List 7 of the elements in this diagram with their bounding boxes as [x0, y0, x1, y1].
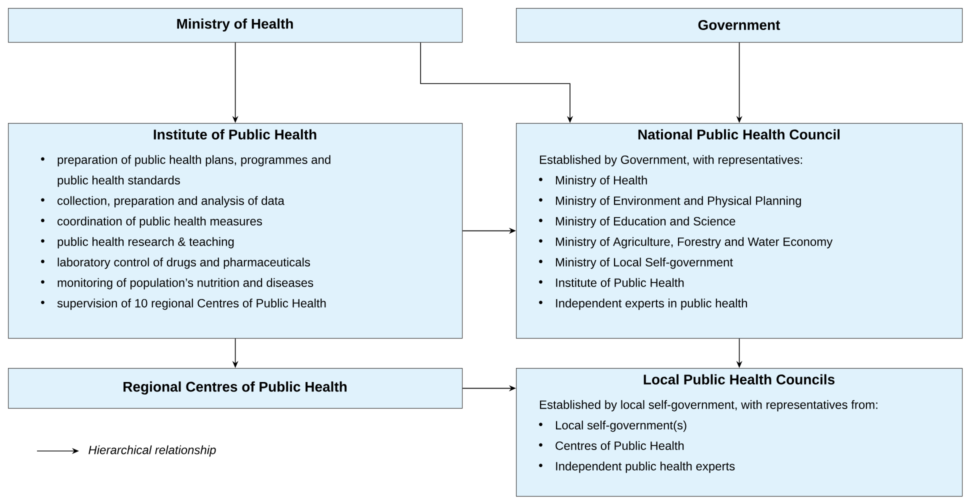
- title-box: Regional Centres of Public Health: [8, 368, 463, 409]
- info-box: Institute of Public Health preparation of public health plans, programmes and public health standards collection, preparation and analysis of data coordination of public health measures public health research & teaching laboratory control of drugs and pharmaceuticals monitoring of population’s nutrition and diseases supervision of 10 regional Centres of Public Health: [8, 123, 463, 339]
- title-box: Ministry of Health: [8, 8, 463, 43]
- title-box: Government: [516, 8, 963, 43]
- info-box: National Public Health Council Established by Government, with representatives: Ministry of Health Ministry of Environment and Physical Planning Ministry of Education and Science Ministry of Agriculture, Forestry and Water Economy Ministry of Local Self-government Institute of Public Health Independent experts in public health: [516, 123, 963, 339]
- legend-text: Hierarchical relationship: [88, 445, 216, 457]
- info-box: Local Public Health Councils Established by local self-government, with representatives from: Local self-government(s) Centres of Public Health Independent public health experts: [516, 368, 963, 497]
